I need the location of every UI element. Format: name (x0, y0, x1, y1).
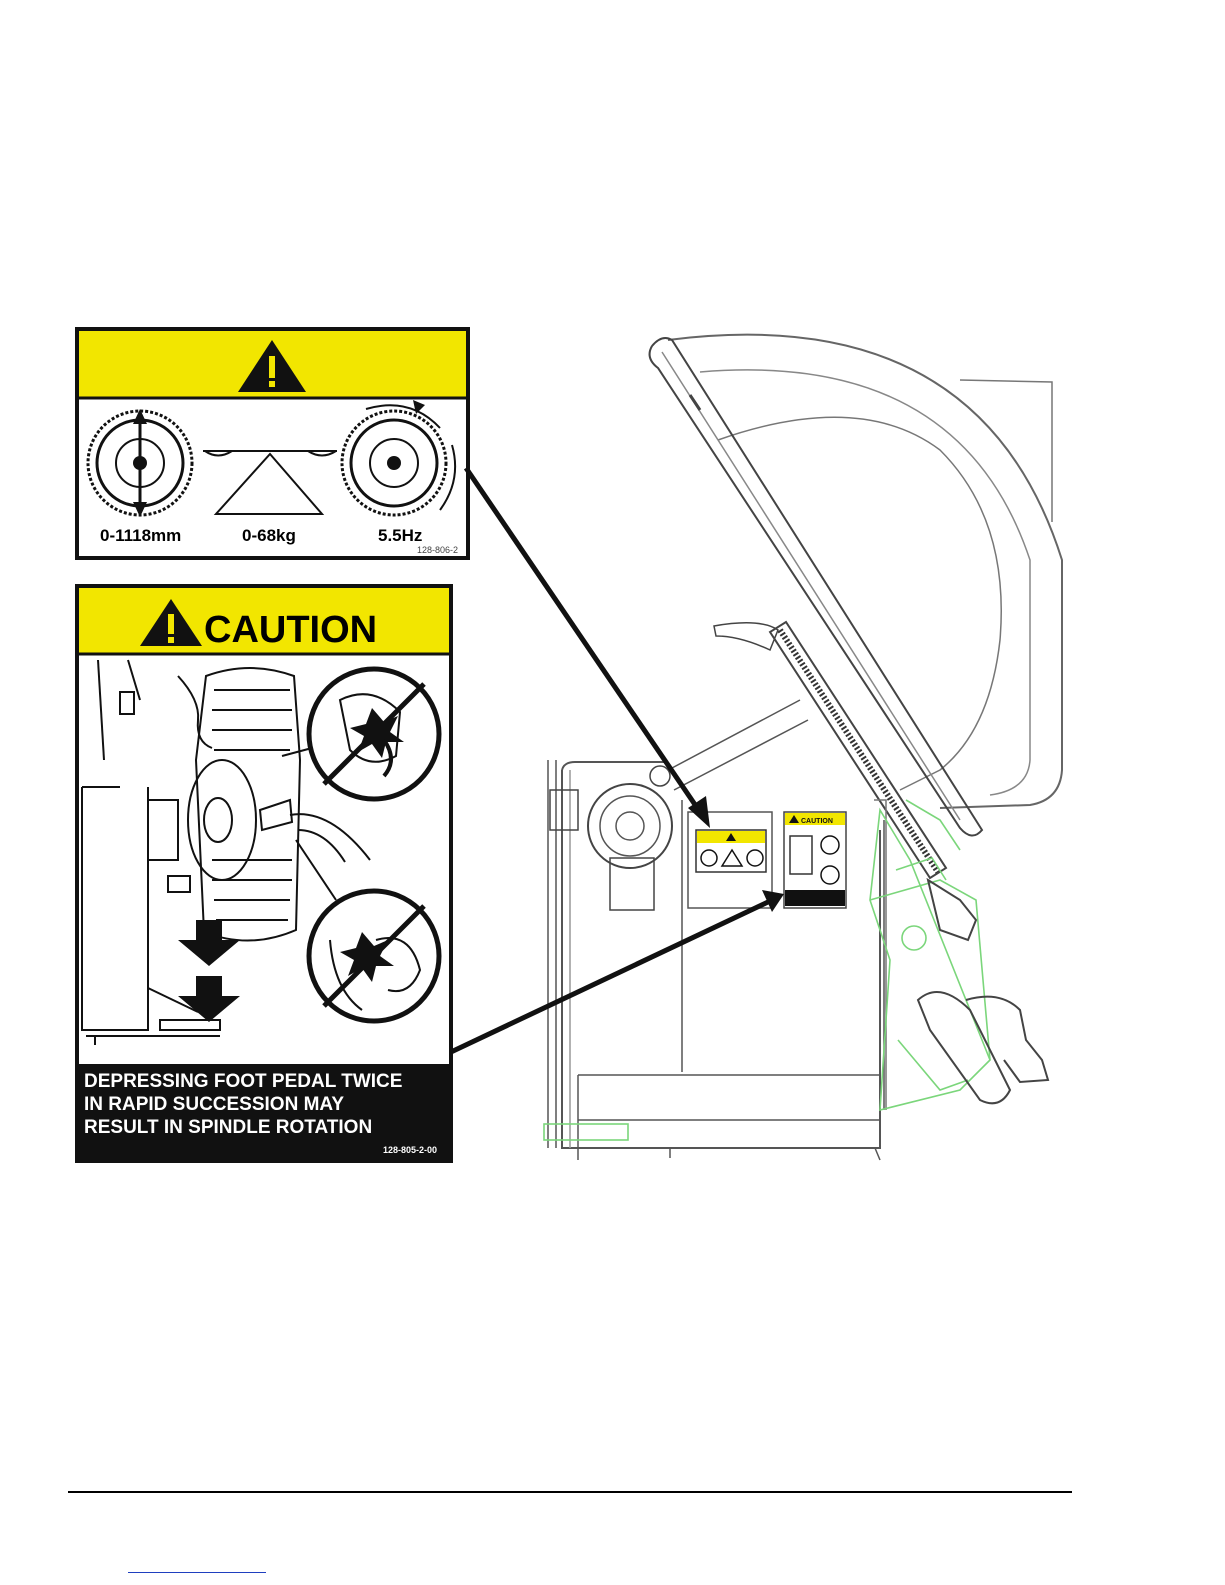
caution-message-line-1: DEPRESSING FOOT PEDAL TWICE (84, 1071, 402, 1092)
caution-heading: CAUTION (204, 609, 377, 651)
caution-message-line-3: RESULT IN SPINDLE ROTATION (84, 1117, 372, 1138)
no-hands-icon-bottom (309, 891, 439, 1021)
green-hood-mechanism (544, 800, 990, 1140)
mini-caution-heading: CAUTION (801, 818, 833, 825)
caution-label-part-number: 128-805-2-00 (383, 1145, 437, 1155)
diameter-range-label: 0-1118mm (100, 526, 181, 545)
footer-link-underline (128, 1572, 266, 1573)
footer-rule (68, 1491, 1072, 1493)
pedal-bracket (918, 880, 1048, 1103)
caution-label: CAUTION (77, 586, 451, 1161)
leader-arrow-caution (451, 890, 784, 1052)
wheel-balancer-machine: CAUTION (548, 335, 1062, 1160)
spec-label-part-number: 128-806-2 (417, 545, 458, 555)
caution-message-line-2: IN RAPID SUCCESSION MAY (84, 1094, 344, 1115)
spec-warning-label: 0-1118mm 0-68kg 5.5Hz 128-806-2 (77, 329, 468, 558)
leader-arrow-spec (466, 468, 710, 828)
weight-range-label: 0-68kg (242, 526, 296, 545)
spin-rate-label: 5.5Hz (378, 526, 422, 545)
no-hands-icon-top (309, 669, 439, 799)
